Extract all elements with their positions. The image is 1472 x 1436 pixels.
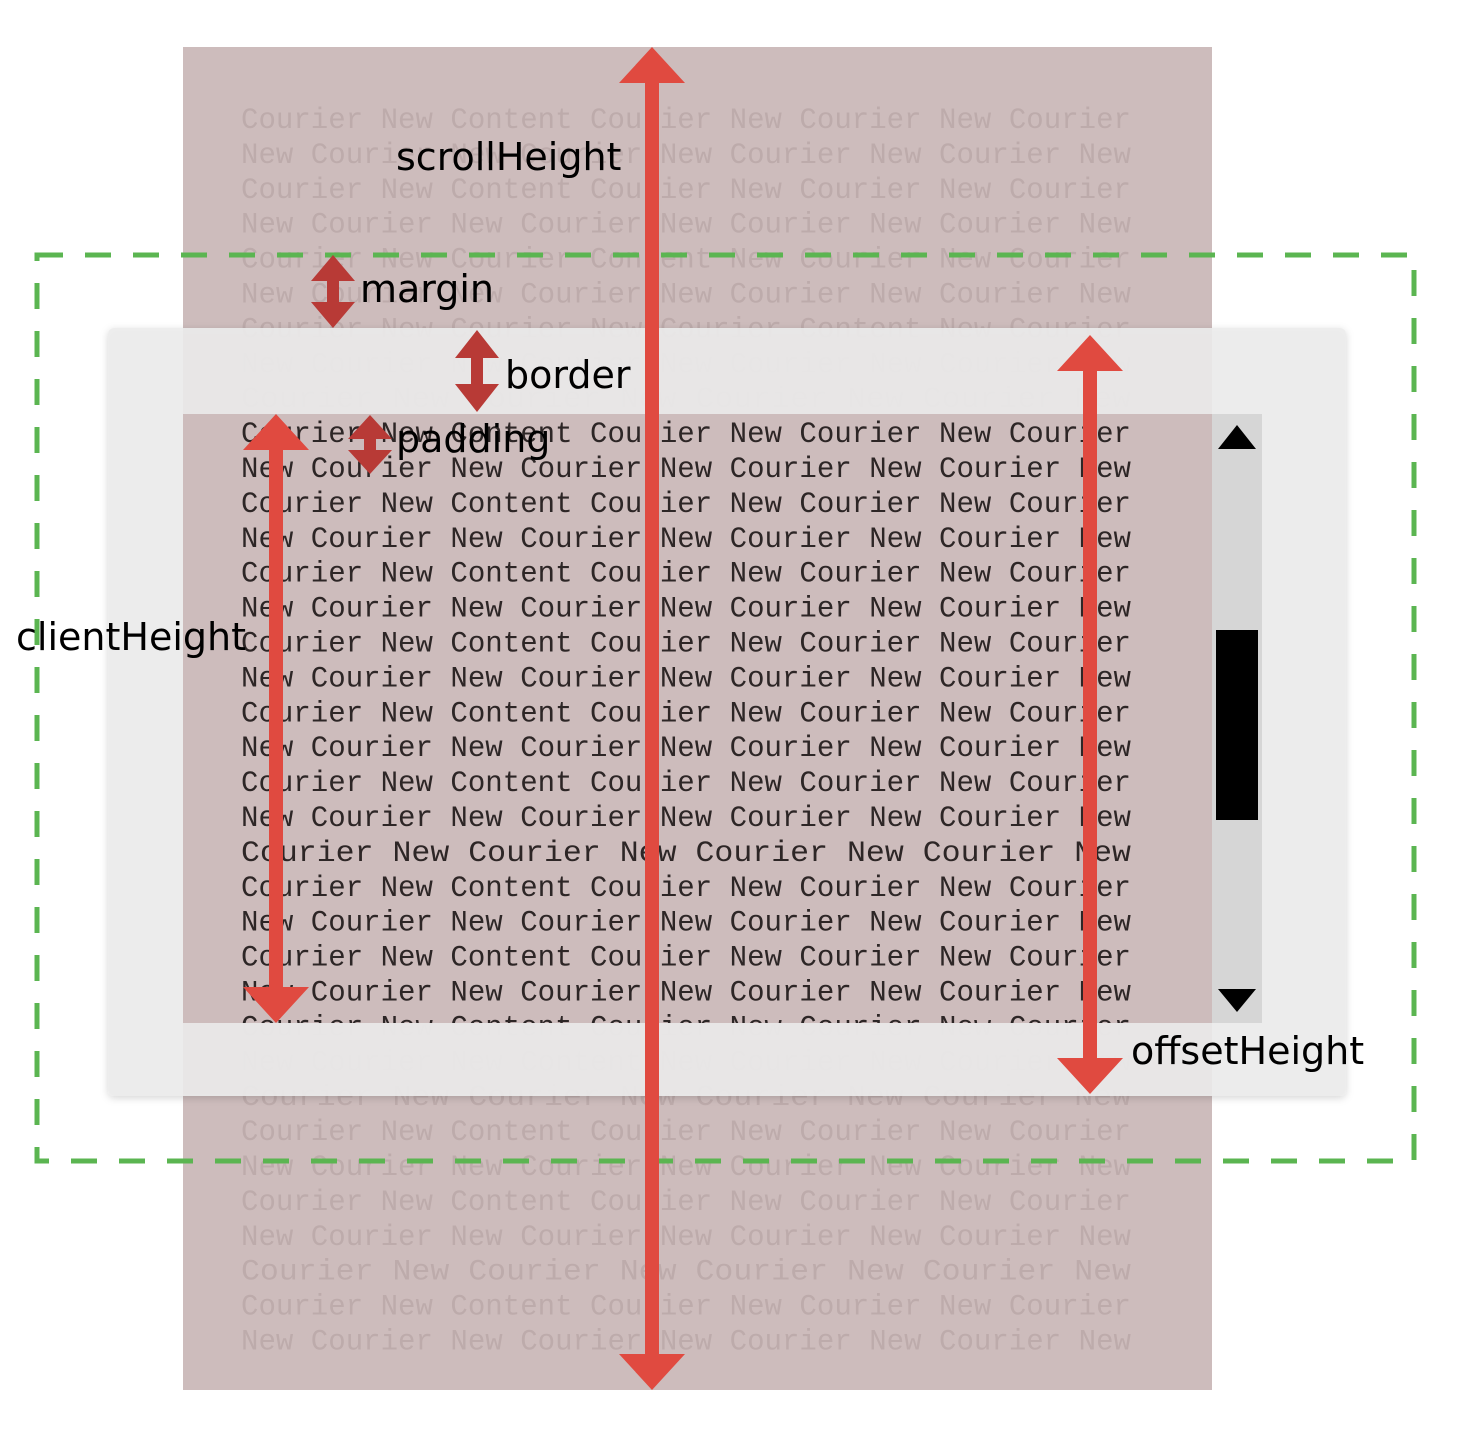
content-line: New Courier New Courier New Courier New … [241, 279, 1131, 313]
content-line: New Courier New Courier New Courier New … [241, 209, 1131, 243]
content-line: New Courier New Courier New Courier New … [241, 453, 1131, 487]
label-offset-height: offsetHeight [1131, 1029, 1364, 1073]
client-area-background [183, 414, 1212, 1023]
label-padding: padding [396, 417, 550, 461]
content-line: Courier New Content Courier New Courier … [241, 104, 1131, 138]
content-line: New Courier New Courier New Courier New … [241, 523, 1131, 557]
content-line: Courier New Content Courier New Courier … [241, 767, 1131, 801]
client-height-arrow [243, 414, 309, 1023]
content-line: Courier New Content Courier New Courier … [241, 628, 1131, 662]
margin-boundary [34, 252, 1417, 1164]
content-line: Courier New Content Courier New Courier … [241, 1186, 1131, 1220]
measurement-arrows [243, 47, 1123, 1390]
padding-arrow [348, 415, 392, 474]
label-scroll-height: scrollHeight [396, 135, 621, 179]
content-line: Courier New Content Courier New Courier … [241, 418, 1131, 452]
content-line: Courier New Content Courier New Courier … [241, 1116, 1131, 1150]
client-area: Courier New Content Courier New Courier … [183, 383, 1212, 1045]
scroll-up-arrow-icon[interactable] [1218, 425, 1256, 449]
content-line: New Courier New Courier New Courier New … [241, 1326, 1131, 1360]
vertical-scrollbar[interactable] [1212, 414, 1262, 1023]
scrollbar-thumb[interactable] [1216, 630, 1258, 820]
content-line: Courier New Content Courier New Courier … [241, 697, 1131, 731]
content-line: New Courier New Courier New Courier New … [241, 139, 1131, 173]
label-client-height: clientHeight [16, 615, 246, 659]
content-line: Courier New Courier New Courier New Cour… [241, 837, 1131, 871]
scroll-height-arrow [619, 47, 685, 1390]
content-line: Courier New Content Courier New Courier … [241, 942, 1131, 976]
offset-height-arrow [1057, 335, 1123, 1094]
content-line: New Courier New Courier New Courier New … [241, 977, 1131, 1011]
scroll-down-arrow-icon[interactable] [1218, 989, 1256, 1012]
content-line: Courier New Content Courier New Courier … [241, 872, 1131, 906]
content-line: New Courier New Courier New Courier New … [241, 662, 1131, 696]
content-line: Courier New Content Courier New Courier … [241, 174, 1131, 208]
content-line: New Courier New Courier New Courier New … [241, 1151, 1131, 1185]
content-line: Courier New Content Courier New Courier … [241, 558, 1131, 592]
content-line: Courier New Content Courier New Courier … [241, 1291, 1131, 1325]
border-arrow [455, 330, 499, 412]
content-line: New Courier New Courier New Courier New … [241, 593, 1131, 627]
content-line: Courier New Courier Content New Courier … [241, 244, 1131, 278]
label-border: border [505, 353, 631, 397]
content-line: New Courier New Courier New Courier New … [241, 1221, 1131, 1255]
content-line: Courier New Courier New Courier New Cour… [241, 1256, 1131, 1290]
content-line: Courier New Content Courier New Courier … [241, 1011, 1131, 1045]
margin-arrow [311, 255, 355, 328]
label-margin: margin [360, 267, 494, 311]
content-line: New Courier New Courier New Courier New … [241, 732, 1131, 766]
content-line: New Courier New Courier New Courier New … [241, 907, 1131, 941]
client-area-text: Courier New Content Courier New Courier … [241, 383, 1131, 1045]
content-line: Courier New Courier New Courier New Cour… [241, 383, 1131, 417]
content-line: New Courier New Courier New Courier New … [241, 802, 1131, 836]
content-line: Courier New Content Courier New Courier … [241, 488, 1131, 522]
